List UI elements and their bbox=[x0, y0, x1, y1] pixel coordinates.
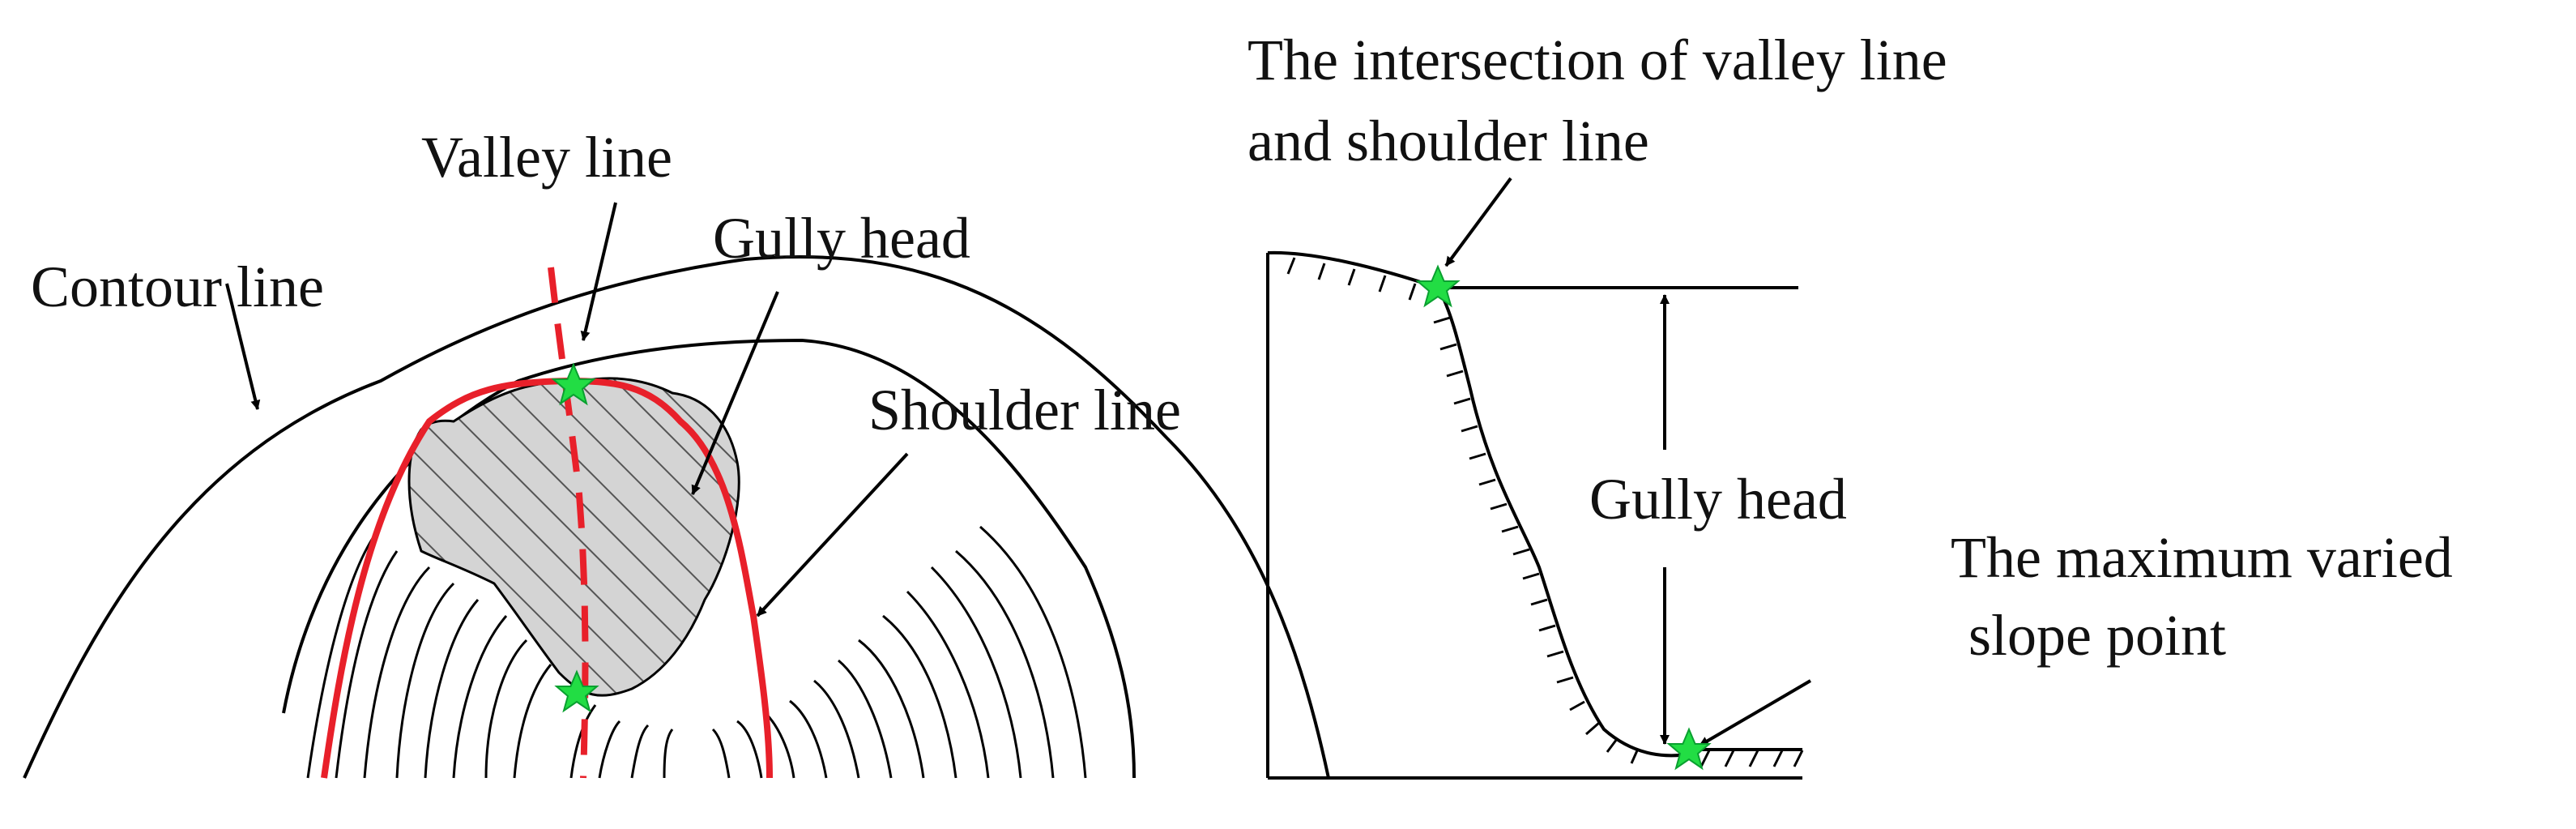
gully-head-label: Gully head bbox=[713, 206, 970, 271]
right-panel: The intersection of valley line and shou… bbox=[1247, 28, 2453, 780]
intersection-label-line1: The intersection of valley line bbox=[1247, 28, 1947, 92]
max-slope-label-line2: slope point bbox=[1968, 603, 2226, 668]
gully-contour-fan bbox=[306, 525, 1087, 779]
profile-frame bbox=[1266, 250, 1802, 780]
contour-lines bbox=[23, 255, 1330, 779]
right-gully-head-label: Gully head bbox=[1589, 467, 1847, 532]
intersection-label-line2: and shoulder line bbox=[1247, 109, 1649, 173]
left-panel: Valley line Gully head Contour line Shou… bbox=[23, 125, 1330, 779]
contour-line-label: Contour line bbox=[31, 254, 324, 319]
arrow-icon bbox=[225, 202, 909, 617]
valley-line-label: Valley line bbox=[421, 125, 672, 190]
valley-line bbox=[548, 267, 589, 779]
ground-hatch bbox=[1286, 257, 1804, 767]
star-icon bbox=[1417, 266, 1459, 306]
gully-head-area bbox=[407, 377, 740, 697]
shoulder-line bbox=[321, 377, 773, 779]
contour-line-second bbox=[282, 338, 1136, 779]
max-slope-label-line1: The maximum varied bbox=[1951, 525, 2453, 590]
arrow-icon bbox=[1444, 177, 1812, 747]
shoulder-line-label: Shoulder line bbox=[868, 378, 1181, 442]
contour-line-outer bbox=[23, 255, 1330, 779]
slope-profile bbox=[1436, 286, 1694, 758]
